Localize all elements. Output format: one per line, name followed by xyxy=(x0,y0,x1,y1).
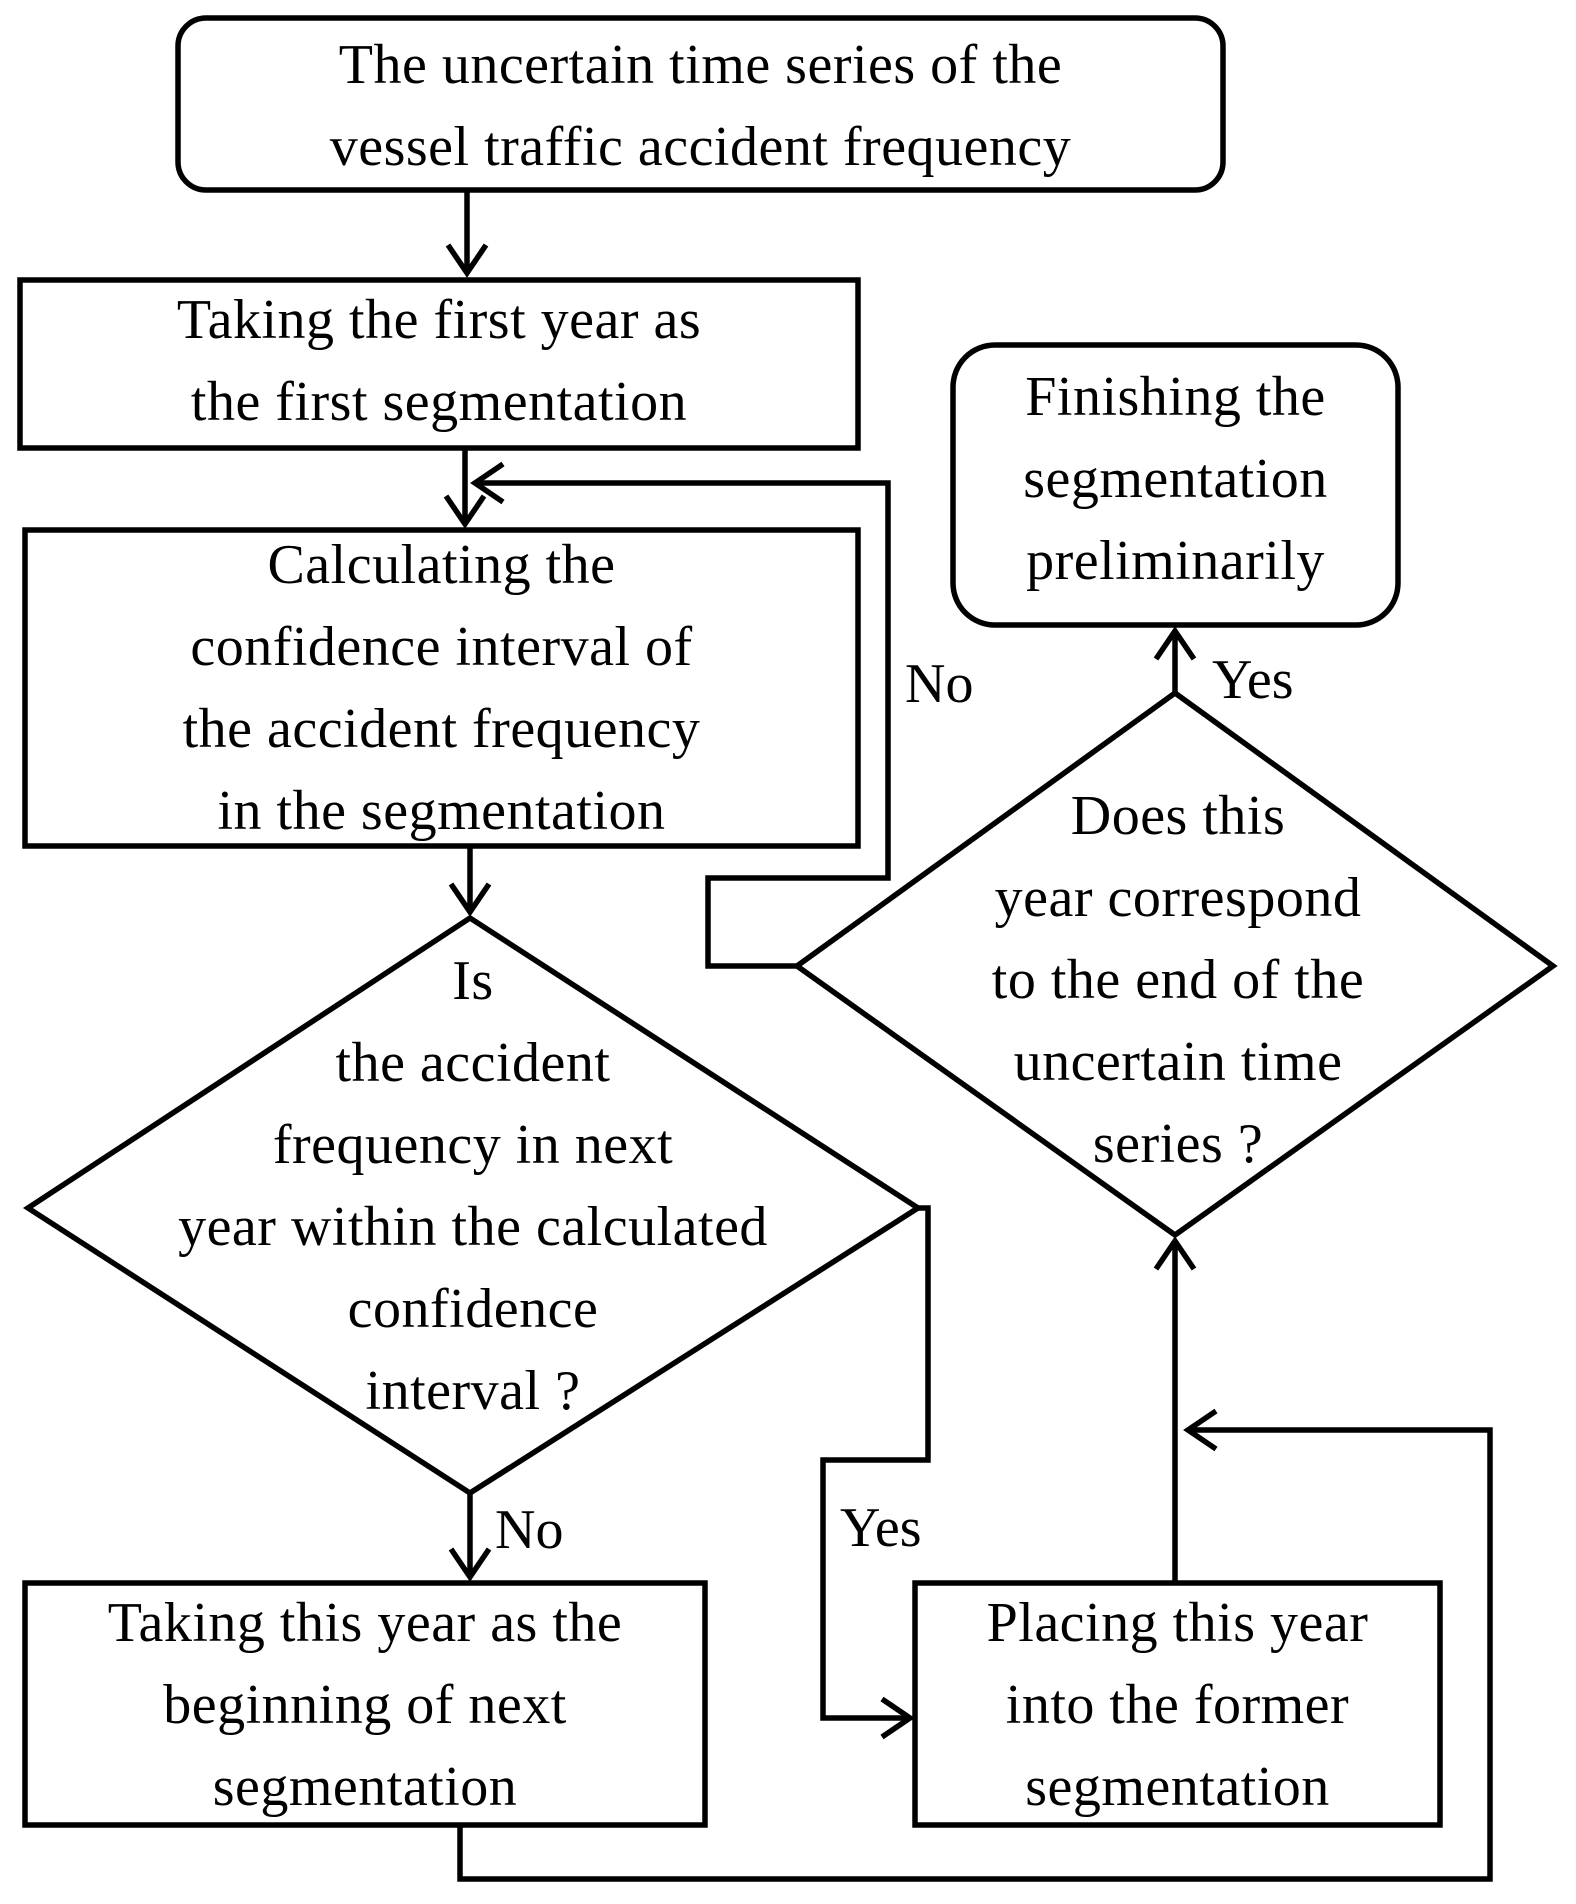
arrowhead-decision-yes-to-place xyxy=(880,1696,915,1740)
next-segment-node-box xyxy=(22,1580,708,1828)
finish-node-box xyxy=(950,342,1401,628)
connector-decision-yes-to-place xyxy=(820,1205,931,1721)
arrowhead-end-yes-to-finish xyxy=(1153,626,1197,661)
end-of-series-decision-diamond xyxy=(792,689,1558,1239)
arrowhead-calc-to-decision xyxy=(448,882,492,917)
end-of-series-no-label: No xyxy=(905,653,974,715)
within-interval-yes-label: Yes xyxy=(840,1497,922,1559)
arrowhead-first-year-to-calc xyxy=(443,494,487,529)
arrowhead-start-to-first-year xyxy=(445,243,489,278)
first-year-node-box xyxy=(17,277,861,451)
within-interval-decision-label: Is the accident frequency in next year w… xyxy=(178,950,768,1422)
arrowhead-decision-no-to-next xyxy=(448,1547,492,1582)
finish-node-label: Finishing the segmentation preliminarily xyxy=(1023,366,1328,592)
first-year-node-label: Taking the first year as the first segme… xyxy=(176,289,702,433)
start-node-box xyxy=(175,15,1226,193)
start-node-label: The uncertain time series of the vessel … xyxy=(329,34,1072,178)
within-interval-no-label: No xyxy=(495,1499,564,1561)
place-former-node-label: Placing this year into the former segmen… xyxy=(986,1592,1369,1818)
arrowhead-next-to-place xyxy=(1183,1408,1218,1452)
arrowhead-end-no-to-calc xyxy=(470,461,505,505)
connector-end-no-to-calc xyxy=(475,480,891,969)
calc-interval-node-label: Calculating the confidence interval of t… xyxy=(182,534,701,842)
end-of-series-yes-label: Yes xyxy=(1212,649,1294,711)
calc-interval-node-box xyxy=(22,527,861,849)
end-of-series-decision-label: Does this year correspond to the end of … xyxy=(991,785,1365,1175)
connector-next-to-place xyxy=(457,1427,1493,1882)
arrowhead-place-to-end-decision xyxy=(1153,1236,1197,1271)
next-segment-node-label: Taking this year as the beginning of nex… xyxy=(107,1592,623,1818)
